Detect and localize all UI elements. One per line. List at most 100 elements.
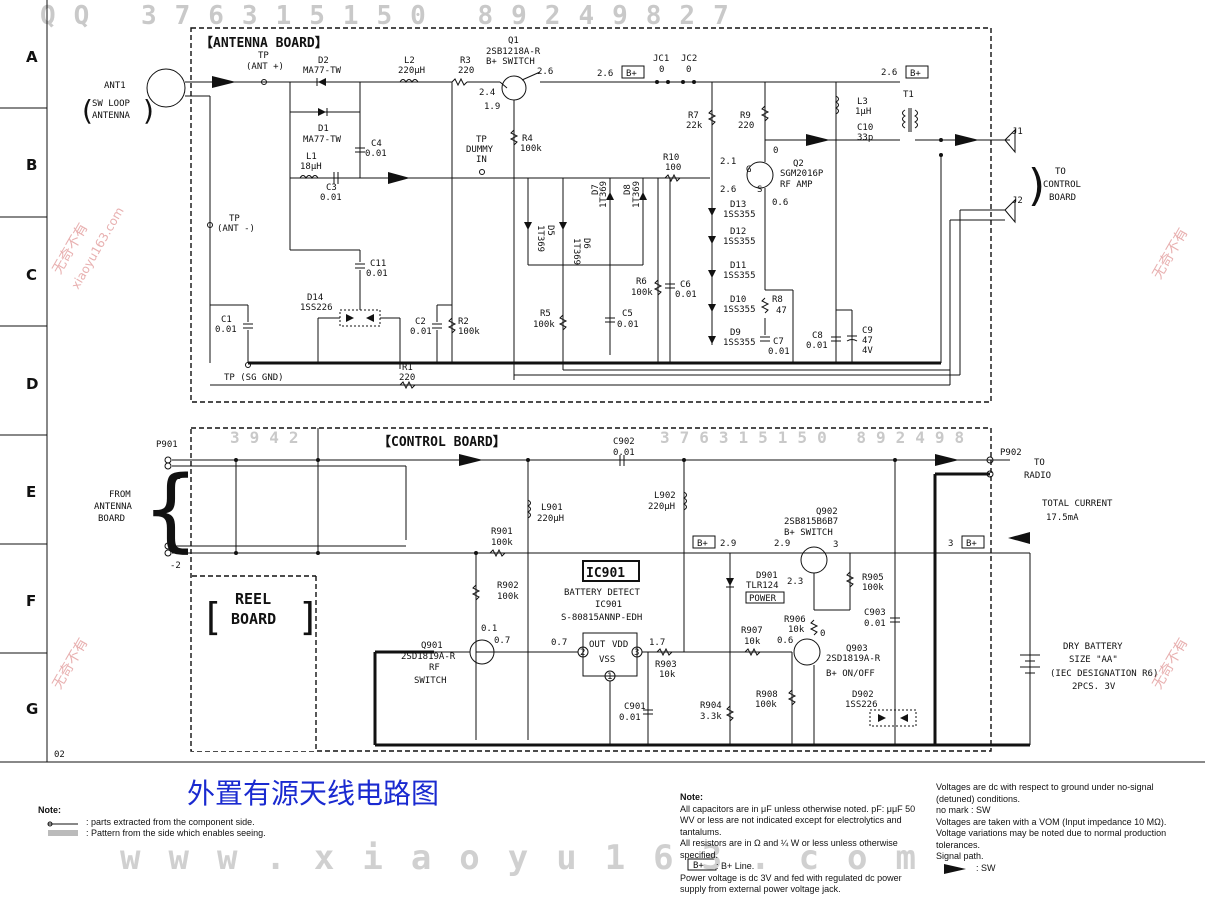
watermark-top-mid: 3942 xyxy=(230,428,309,447)
c3-label: C3 xyxy=(326,183,337,193)
ic901-voltage-out: 0.7 xyxy=(551,638,567,648)
d1-label: D1 xyxy=(318,124,329,134)
ant1-loop-symbol xyxy=(146,68,186,108)
to-control-label-2: CONTROL xyxy=(1043,180,1081,190)
watermark-bottom: www.xiaoyu163.com xyxy=(120,838,944,878)
signal-arrow xyxy=(459,454,483,466)
d12-label: D12 xyxy=(730,227,746,237)
r902-resistor xyxy=(471,584,481,601)
t1-primary xyxy=(902,109,906,129)
notes-right-item1b: no mark : SW xyxy=(936,805,991,815)
l902-coil xyxy=(683,491,687,511)
bplus-voltage: 2.9 xyxy=(720,539,736,549)
t1-secondary xyxy=(914,109,918,129)
r904-resistor xyxy=(725,705,735,722)
q903-transistor xyxy=(793,638,821,666)
ant1-label: ANT1 xyxy=(104,81,126,91)
r903-value: 10k xyxy=(659,670,676,680)
battery-size: SIZE "AA" xyxy=(1069,655,1118,665)
signal-path-symbol xyxy=(944,864,966,874)
notes-symbols: B+ xyxy=(47,821,966,874)
tp-ant-minus-label: TP xyxy=(229,214,240,224)
row-label-e: E xyxy=(26,483,36,501)
r9-resistor xyxy=(760,105,770,122)
l902-label: L902 xyxy=(654,491,676,501)
q903-voltage-b: 0.6 xyxy=(777,636,793,646)
t1-label: T1 xyxy=(903,90,914,100)
ic901-pin3: 3 xyxy=(634,648,639,658)
q2-pin-g: G xyxy=(746,165,751,175)
d8-part: 1T369 xyxy=(632,181,642,208)
r908-resistor xyxy=(787,689,797,706)
r1-resistor xyxy=(399,380,416,390)
ic901-pin1: 1 xyxy=(607,672,612,682)
j2-label: J2 xyxy=(1012,196,1023,206)
reel-board-label: REEL xyxy=(235,590,271,608)
watermark-side-cn-right: 无奇不有 xyxy=(1149,225,1192,282)
c9-value: 47 xyxy=(862,336,873,346)
t1-voltage: 2.6 xyxy=(881,68,897,78)
r905-value: 100k xyxy=(862,583,884,593)
notes-right-item1: Voltages are dc with respect to ground u… xyxy=(936,782,1154,804)
l2-value: 220μH xyxy=(398,66,425,76)
c5-label: C5 xyxy=(622,309,633,319)
q901-voltage-c: 0.1 xyxy=(481,624,497,634)
notes-mid-item3: : B+ Line. xyxy=(716,861,755,871)
l1-value: 18μH xyxy=(300,162,322,172)
q902-function: B+ SWITCH xyxy=(784,528,833,538)
r906-value: 10k xyxy=(788,625,805,635)
r2-value: 100k xyxy=(458,327,480,337)
q2-pin-s: S xyxy=(757,185,762,195)
l1-label: L1 xyxy=(306,152,317,162)
notes-left: Note: : parts extracted from the compone… xyxy=(38,805,338,840)
bplus-line-symbol-label: B+ xyxy=(693,861,704,871)
bplus-voltage: 2.6 xyxy=(597,69,613,79)
c10-value: 33p xyxy=(857,133,873,143)
q2-voltage-s: 2.6 xyxy=(720,185,736,195)
d13-part: 1SS355 xyxy=(723,210,756,220)
c8-label: C8 xyxy=(812,331,823,341)
row-label-d: D xyxy=(26,375,38,393)
power-led-label: POWER xyxy=(749,594,777,604)
sw-loop-bracket-left: ( xyxy=(82,94,93,127)
ic901-title: IC901 xyxy=(586,566,625,581)
r4-value: 100k xyxy=(520,144,542,154)
notes-mid-item4: Power voltage is dc 3V and fed with regu… xyxy=(680,872,902,895)
l3-label: L3 xyxy=(857,97,868,107)
r903-resistor xyxy=(656,647,673,657)
t1-bplus-label: B+ xyxy=(910,69,921,79)
d902-package xyxy=(869,709,917,727)
r9-label: R9 xyxy=(740,111,751,121)
d7-label: D7 xyxy=(591,184,601,195)
r901-value: 100k xyxy=(491,538,513,548)
l3-coil xyxy=(835,95,839,115)
control-board-outline xyxy=(190,427,992,752)
r908-value: 100k xyxy=(755,700,777,710)
c1-value: 0.01 xyxy=(215,325,237,335)
bplus-label-3: B+ xyxy=(966,539,977,549)
pattern-symbol xyxy=(48,830,78,836)
ic901-vdd: VDD xyxy=(612,640,628,650)
p902-label: P902 xyxy=(1000,448,1022,458)
bplus-box xyxy=(621,65,645,79)
r904-value: 3.3k xyxy=(700,712,722,722)
d902-label: D902 xyxy=(852,690,874,700)
r6-value: 100k xyxy=(631,288,653,298)
r3-value: 220 xyxy=(458,66,474,76)
c6-label: C6 xyxy=(680,280,691,290)
c2-value: 0.01 xyxy=(410,327,432,337)
r7-value: 22k xyxy=(686,121,703,131)
sw-loop-bracket-right: ) xyxy=(143,94,154,127)
q2-voltage-d: 0 xyxy=(773,146,778,156)
signal-arrow xyxy=(388,172,410,184)
notes-mid-item1: All capacitors are in μF unless otherwis… xyxy=(680,803,916,837)
q902-voltage-e: 2.9 xyxy=(774,539,790,549)
c7-label: C7 xyxy=(773,337,784,347)
d14-label: D14 xyxy=(307,293,323,303)
d901-label: D901 xyxy=(756,571,778,581)
notes-mid: Note: All capacitors are in μF unless ot… xyxy=(680,792,930,896)
ic901-vss: VSS xyxy=(599,655,615,665)
reel-bracket-left: [ xyxy=(206,595,221,639)
d2-part: MA77-TW xyxy=(303,66,342,76)
row-label-b: B xyxy=(26,156,37,174)
